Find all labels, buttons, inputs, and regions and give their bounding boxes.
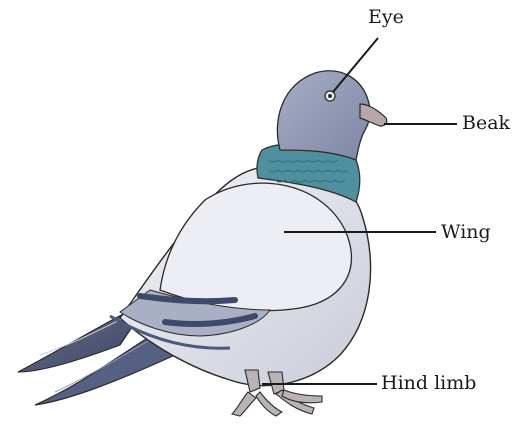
eye-label: Eye — [368, 8, 404, 27]
wing-label: Wing — [441, 223, 491, 242]
eye-icon — [325, 91, 335, 101]
pigeon-head — [277, 71, 370, 160]
beak-label: Beak — [462, 114, 510, 133]
hind-limb-label: Hind limb — [381, 374, 476, 393]
